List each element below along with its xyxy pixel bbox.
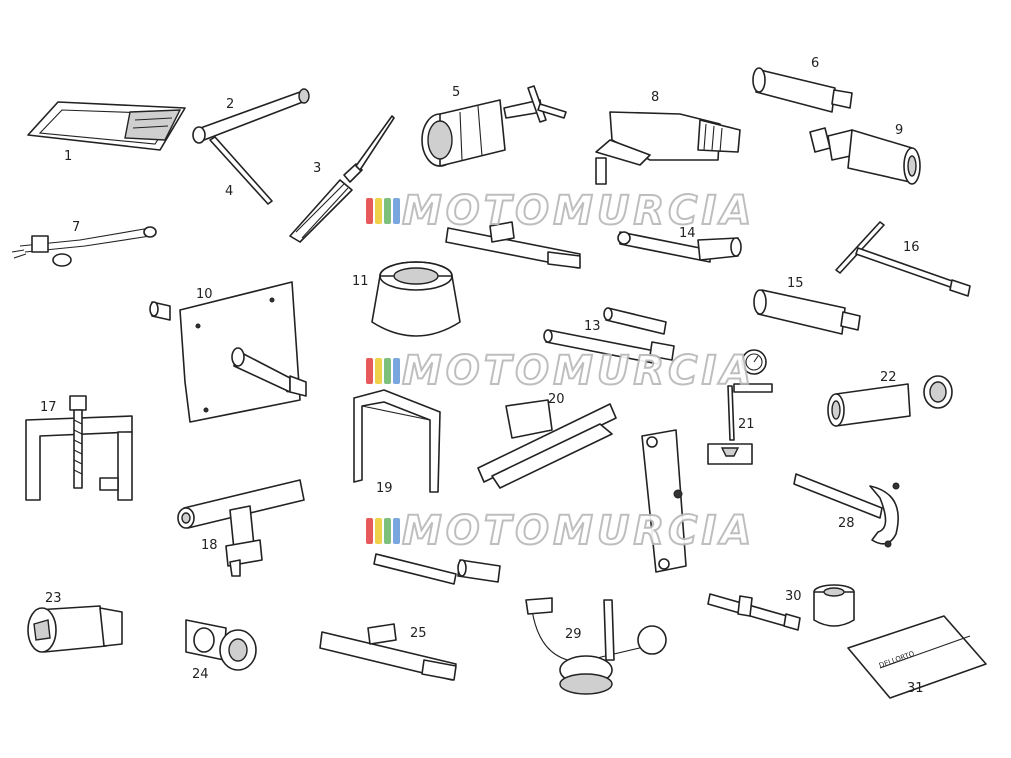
watermark-row-1: MOTOMURCIA [366,187,755,235]
label-9: 9 [895,123,903,138]
label-28: 28 [838,516,855,531]
box-wrench-part [192,88,310,205]
screwdriver-part [289,115,395,243]
label-21: 21 [738,417,755,432]
socket-part [27,605,123,653]
wm-stripe [393,518,400,544]
label-22: 22 [880,370,897,385]
pull-bar-part [641,429,687,573]
label-24: 24 [192,667,209,682]
wm-stripe [375,518,382,544]
label-25: 25 [410,626,427,641]
label-2: 2 [226,97,234,112]
part-labels: 1 2 3 4 5 6 7 8 9 10 11 13 14 15 16 17 1… [40,56,924,696]
wm-stripe [384,358,391,384]
t-wrench-part [177,479,305,577]
wm-stripe [375,198,382,224]
label-8: 8 [651,90,659,105]
label-18: 18 [201,538,218,553]
t-handle-part [835,221,971,297]
pin-set-part [543,307,675,365]
support-plate-part [445,221,581,269]
cup-part [371,261,461,337]
label-23: 23 [45,591,62,606]
label-15: 15 [787,276,804,291]
label-3: 3 [313,161,321,176]
spindle-and-collar-part [707,584,855,631]
label-10: 10 [196,287,213,302]
wm-stripe [384,198,391,224]
label-31: 31 [907,681,924,696]
wm-stripe [393,358,400,384]
wm-stripe [366,518,373,544]
puller-part [25,395,133,501]
watermark-text: MOTOMURCIA [402,348,755,394]
label-1: 1 [64,149,72,164]
wm-stripe [384,518,391,544]
watermark-row-2: MOTOMURCIA [366,347,755,395]
label-11: 11 [352,274,369,289]
label-30: 30 [785,589,802,604]
bracket-tool-part [617,231,742,263]
wm-stripe [366,198,373,224]
watermark: MOTOMURCIA MOTOMURCIA MOTOMURCIA [366,187,755,555]
watermark-row-3: MOTOMURCIA [366,507,755,555]
label-6: 6 [811,56,819,71]
impact-driver-part [595,111,741,185]
sleeve-part [752,67,853,113]
flat-bar-part [319,623,457,681]
socket-and-ring-part [827,375,953,427]
stepped-pin-part [373,553,501,585]
mounting-plate-part [149,281,307,423]
cable-tool-part [11,226,157,267]
wm-stripe [393,198,400,224]
ring-plate-part [185,619,257,671]
watermark-text: MOTOMURCIA [402,188,755,234]
alignment-fixture-part [477,399,617,489]
dial-gauge-part [707,349,773,465]
timing-tool-part [525,597,667,695]
wm-stripe [375,358,382,384]
hook-wrench-part [793,473,900,548]
manual-book-part: DELLORTO [847,615,987,699]
label-4: 4 [225,184,233,199]
extractor-part [421,85,567,167]
bent-bracket-part [353,389,441,493]
label-13: 13 [584,319,601,334]
label-20: 20 [548,392,565,407]
nut-driver-part [809,127,921,185]
label-19: 19 [376,481,393,496]
label-29: 29 [565,627,582,642]
label-17: 17 [40,400,57,415]
tool-pouch-part [27,101,186,151]
label-16: 16 [903,240,920,255]
watermark-text: MOTOMURCIA [402,508,755,554]
label-5: 5 [452,85,460,100]
drift-sleeve-part [753,289,861,335]
label-14: 14 [679,226,696,241]
wm-stripe [366,358,373,384]
label-7: 7 [72,220,80,235]
